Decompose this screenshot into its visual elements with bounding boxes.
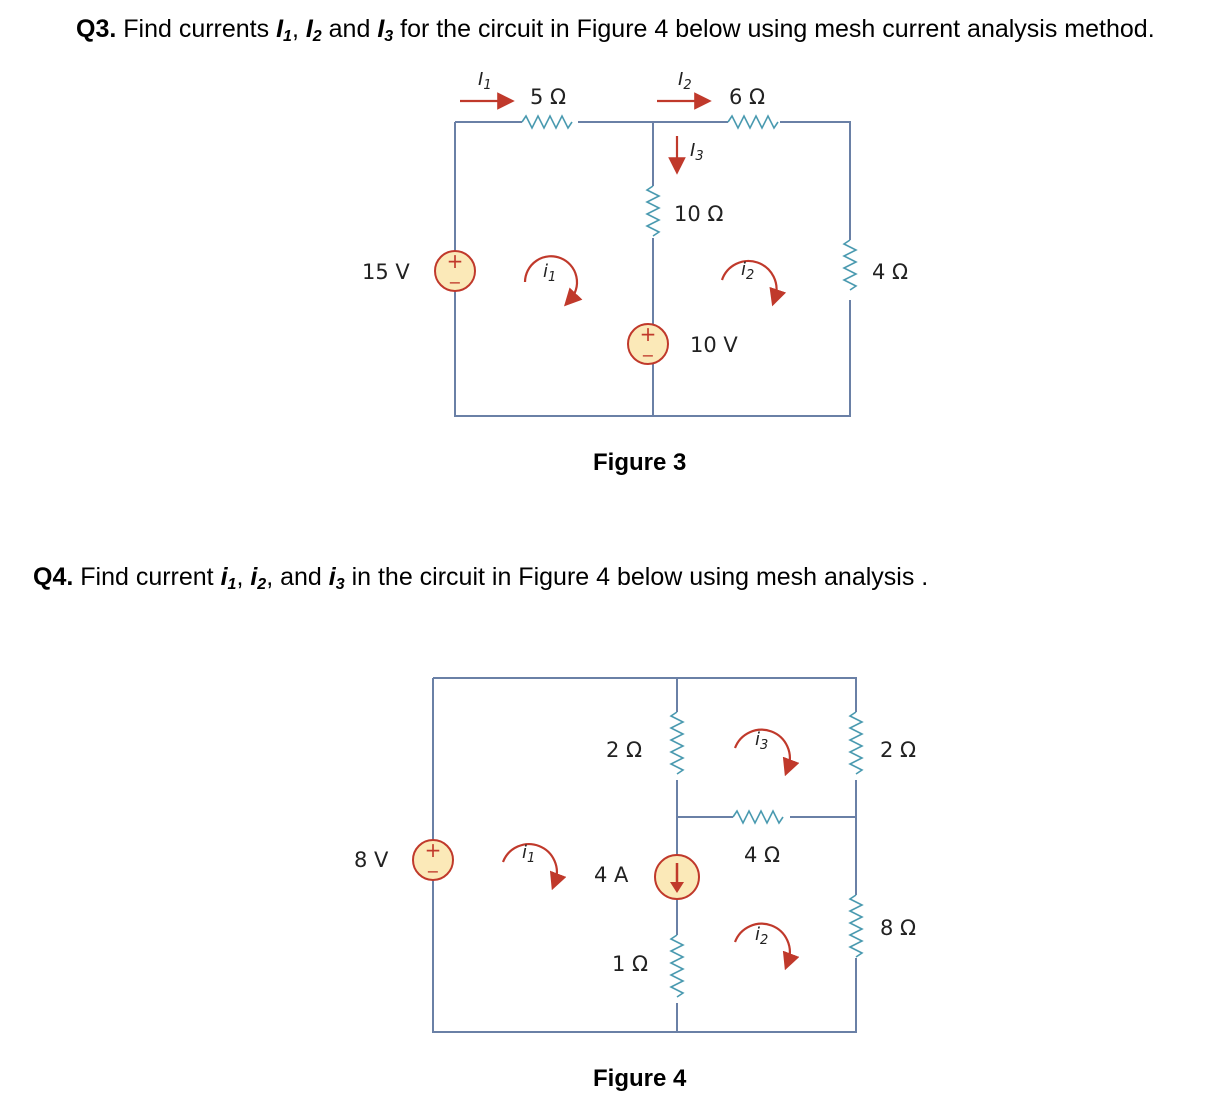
svg-text:−: − [448, 273, 461, 292]
resistor-10-ohm [645, 185, 661, 237]
label-I1: I1 [478, 69, 492, 93]
mesh-arrow-i1 [501, 843, 567, 891]
label-I2: I2 [678, 69, 692, 93]
resistor-6-ohm [727, 114, 779, 130]
mesh-arrow-i2 [720, 259, 787, 307]
figure-4-circuit: + − 2 Ω 2 Ω 4 Ω 8 Ω 1 Ω 8 V 4 A i1 i3 i2… [354, 677, 916, 1092]
label-mesh-i2: i2 [755, 924, 768, 948]
resistor-5-ohm [521, 114, 573, 130]
q3-number: Q3. [76, 15, 117, 43]
fig4-top-wire [433, 677, 857, 712]
svg-text:+: + [447, 249, 464, 273]
label-10-ohm: 10 Ω [674, 202, 723, 226]
svg-text:+: + [425, 838, 442, 862]
q4-number: Q4. [33, 563, 74, 591]
label-4-ohm: 4 Ω [872, 260, 908, 284]
figure-3-circuit: + − + − 5 Ω 6 Ω 10 Ω 4 Ω 15 V 10 V I1 I2… [362, 69, 908, 476]
current-source-4a [654, 854, 700, 900]
label-I3: I3 [690, 140, 704, 164]
label-4a: 4 A [594, 863, 629, 887]
voltage-source-10v: + − [627, 322, 669, 365]
question-3: Q3. Find currents I1, I2 and I3 for the … [76, 15, 1155, 45]
resistor-2-ohm-right [848, 711, 864, 775]
q4-text: Find current [73, 563, 221, 591]
label-1-ohm: 1 Ω [612, 952, 648, 976]
svg-text:−: − [641, 346, 654, 365]
label-2-ohm-left: 2 Ω [606, 738, 642, 762]
label-5-ohm: 5 Ω [530, 85, 566, 109]
q3-text: Find currents [116, 15, 277, 43]
voltage-source-8v: + − [412, 838, 454, 881]
svg-text:−: − [426, 862, 439, 881]
resistor-1-ohm [669, 934, 685, 998]
mesh-arrow-i1 [523, 255, 583, 307]
label-mesh-i3: i3 [755, 729, 768, 753]
svg-text:+: + [640, 322, 657, 346]
fig4-outer-wire [432, 678, 857, 1033]
figure-3-caption: Figure 3 [593, 449, 686, 476]
resistor-8-ohm [848, 894, 864, 958]
label-6-ohm: 6 Ω [729, 85, 765, 109]
label-10v: 10 V [690, 333, 738, 357]
label-8-ohm: 8 Ω [880, 916, 916, 940]
label-4-ohm: 4 Ω [744, 843, 780, 867]
label-mesh-i2: i2 [741, 259, 754, 283]
resistor-2-ohm-left [669, 711, 685, 775]
label-mesh-i1: i1 [543, 261, 556, 285]
question-4: Q4. Find current i1, i2, and i3 in the c… [33, 563, 929, 593]
voltage-source-15v: + − [434, 249, 476, 292]
mesh-arrow-i2 [733, 922, 800, 971]
label-2-ohm-right: 2 Ω [880, 738, 916, 762]
mesh-arrow-i3 [733, 728, 800, 777]
figure-4-caption: Figure 4 [593, 1065, 687, 1092]
resistor-4-ohm [732, 809, 784, 825]
label-mesh-i1: i1 [522, 842, 535, 866]
resistor-4-ohm [842, 239, 858, 291]
label-15v: 15 V [362, 260, 410, 284]
label-8v: 8 V [354, 848, 389, 872]
